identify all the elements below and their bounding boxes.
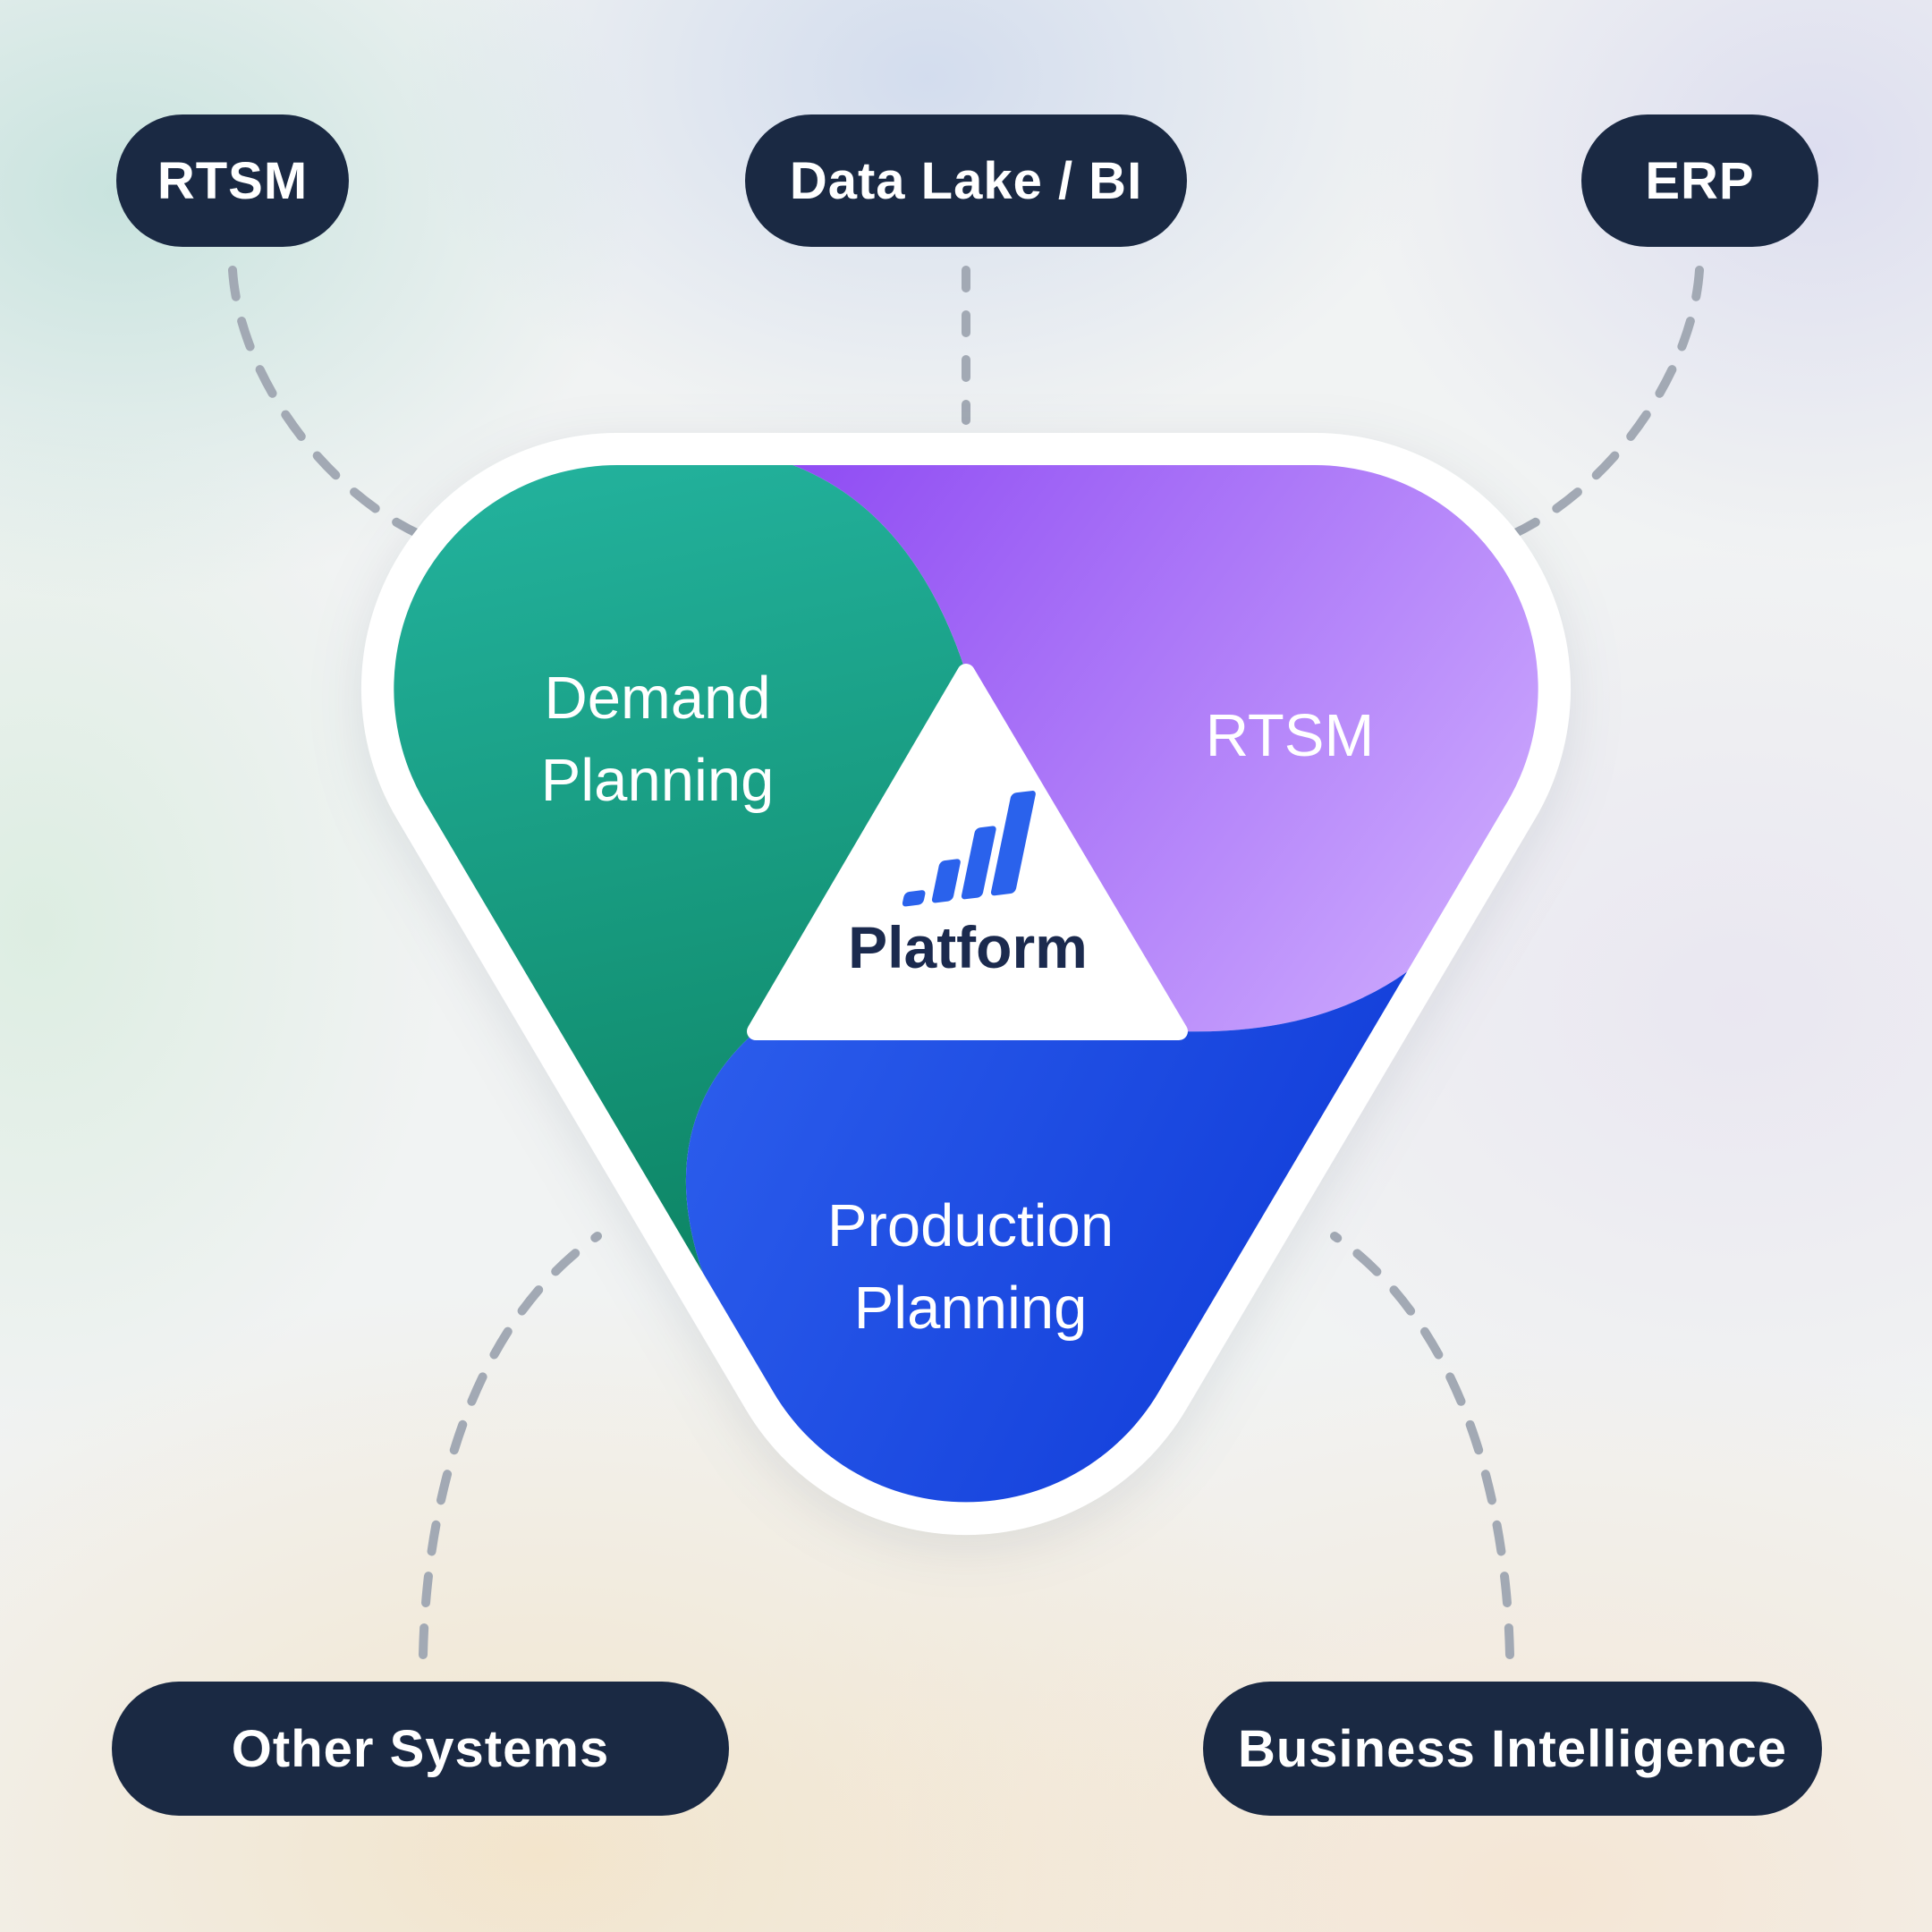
segment-label-rtsm: RTSM (1206, 695, 1375, 777)
pill-label: ERP (1645, 151, 1755, 210)
connector-lines (228, 266, 1704, 1659)
logo-bar-2 (931, 859, 961, 903)
platform-label: Platform (848, 914, 1088, 980)
logo-bar-1 (902, 890, 926, 907)
segment-label-demand-planning: Demand Planning (541, 657, 775, 822)
pill-data-lake-bi: Data Lake / BI (745, 114, 1187, 247)
segment-label-line: Planning (853, 1275, 1088, 1342)
pill-other-systems: Other Systems (112, 1682, 729, 1816)
logo-bar-3 (961, 826, 996, 900)
connector-business-intelligence-line (1330, 1232, 1514, 1659)
ascending-bars-chart-icon (902, 791, 1036, 907)
segment-label-line: Planning (540, 747, 775, 814)
pill-label: Other Systems (231, 1719, 610, 1778)
segment-label-production-planning: Production Planning (827, 1185, 1114, 1350)
pill-label: Data Lake / BI (789, 151, 1143, 210)
segment-label-line: RTSM (1205, 702, 1375, 769)
connector-rtsm-line (228, 266, 425, 539)
logo-bar-4 (990, 791, 1036, 896)
segment-label-line: Demand (544, 665, 771, 732)
pill-business-intelligence: Business Intelligence (1203, 1682, 1822, 1816)
segment-label-line: Production (826, 1192, 1114, 1259)
pill-erp: ERP (1581, 114, 1818, 247)
pill-label: RTSM (157, 151, 309, 210)
pill-rtsm: RTSM (116, 114, 349, 247)
pill-label: Business Intelligence (1237, 1719, 1788, 1778)
platform-triangle (747, 664, 1188, 1040)
connector-other-systems-line (419, 1232, 602, 1659)
connector-erp-line (1507, 266, 1704, 539)
